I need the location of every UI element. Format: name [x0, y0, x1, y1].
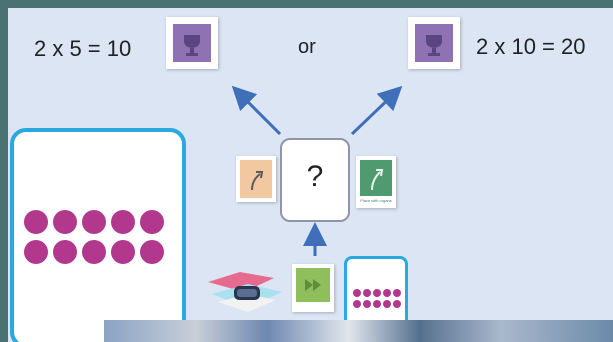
dot	[373, 300, 381, 308]
trophy-icon	[184, 35, 200, 56]
dot	[383, 300, 391, 308]
ten-dots-card	[10, 128, 186, 342]
dot	[373, 289, 381, 297]
dot	[393, 289, 401, 297]
dot	[24, 240, 48, 264]
dot	[140, 210, 164, 234]
slide-board: 2 x 5 = 10 or 2 x 10 = 20	[8, 8, 613, 342]
dot	[111, 240, 135, 264]
arrow-to-right	[350, 85, 403, 136]
dot	[24, 210, 48, 234]
path-tile-left	[236, 156, 276, 202]
path-arrow-icon	[371, 169, 384, 191]
question-mark: ?	[306, 160, 324, 193]
dot	[82, 240, 106, 264]
dot	[53, 210, 77, 234]
path-arrow-icon	[251, 171, 264, 191]
arrow-to-left	[231, 85, 282, 136]
path-card-caption: Place with organs	[360, 198, 392, 203]
trophy-tile-left	[166, 17, 218, 69]
play-tile	[292, 264, 334, 312]
fast-forward-icon	[305, 279, 321, 291]
trophy-icon	[426, 35, 442, 56]
dot	[353, 289, 361, 297]
dot	[363, 300, 371, 308]
dot	[393, 300, 401, 308]
dot	[363, 289, 371, 297]
mystery-card: ?	[280, 138, 350, 222]
dot	[353, 300, 361, 308]
flow-arrows	[231, 85, 403, 256]
dot	[53, 240, 77, 264]
vr-headset-icon	[208, 272, 282, 312]
dot	[140, 240, 164, 264]
equation-right: 2 x 10 = 20	[476, 34, 586, 59]
dot	[111, 210, 135, 234]
dot	[383, 289, 391, 297]
trophy-tile-right	[408, 17, 460, 69]
equation-left: 2 x 5 = 10	[34, 36, 132, 61]
or-label: or	[298, 36, 316, 58]
dot	[82, 210, 106, 234]
classroom-video-strip	[104, 320, 613, 342]
path-tile-right: Place with organs	[356, 156, 396, 208]
